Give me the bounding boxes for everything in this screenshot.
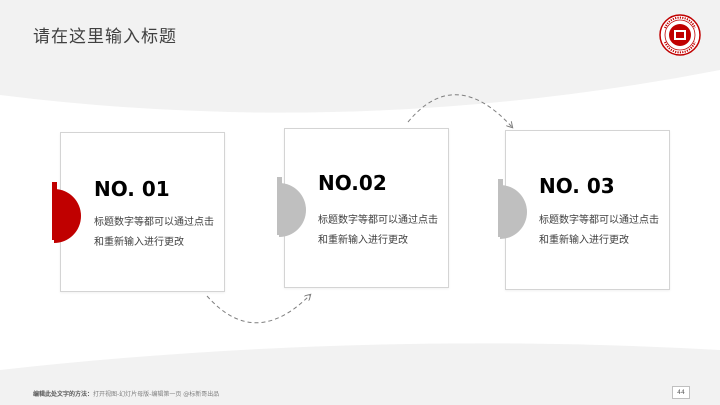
footer-instructions-text: 打开视图-幻灯片母版-编辑第一页 @标新哥出品 — [93, 391, 220, 398]
footer-label: 编辑此处文字的方法： — [33, 391, 94, 398]
step-card-3[interactable]: NO. 03 标题数字等都可以通过点击和重新输入进行更改 — [505, 130, 670, 290]
bottom-background-band — [0, 343, 720, 405]
slide-title[interactable]: 请在这里输入标题 — [33, 27, 177, 47]
step-card-1[interactable]: NO. 01 标题数字等都可以通过点击和重新输入进行更改 — [60, 132, 225, 292]
step-description[interactable]: 标题数字等都可以通过点击和重新输入进行更改 — [539, 215, 659, 246]
top-background-band — [0, 0, 720, 113]
arrow-1-to-2 — [206, 295, 310, 324]
step-number[interactable]: NO. 03 — [539, 174, 615, 198]
step-description[interactable]: 标题数字等都可以通过点击和重新输入进行更改 — [94, 217, 214, 248]
step-number[interactable]: NO.02 — [318, 171, 387, 195]
page-number: 44 — [672, 386, 690, 399]
step-number[interactable]: NO. 01 — [94, 177, 170, 201]
step-card-2[interactable]: NO.02 标题数字等都可以通过点击和重新输入进行更改 — [284, 128, 449, 288]
step-description[interactable]: 标题数字等都可以通过点击和重新输入进行更改 — [318, 215, 438, 246]
step-1-marker-bar — [52, 182, 57, 240]
university-seal-logo — [659, 14, 701, 56]
footer-instructions: 编辑此处文字的方法：打开视图-幻灯片母版-编辑第一页 @标新哥出品 — [33, 389, 219, 398]
